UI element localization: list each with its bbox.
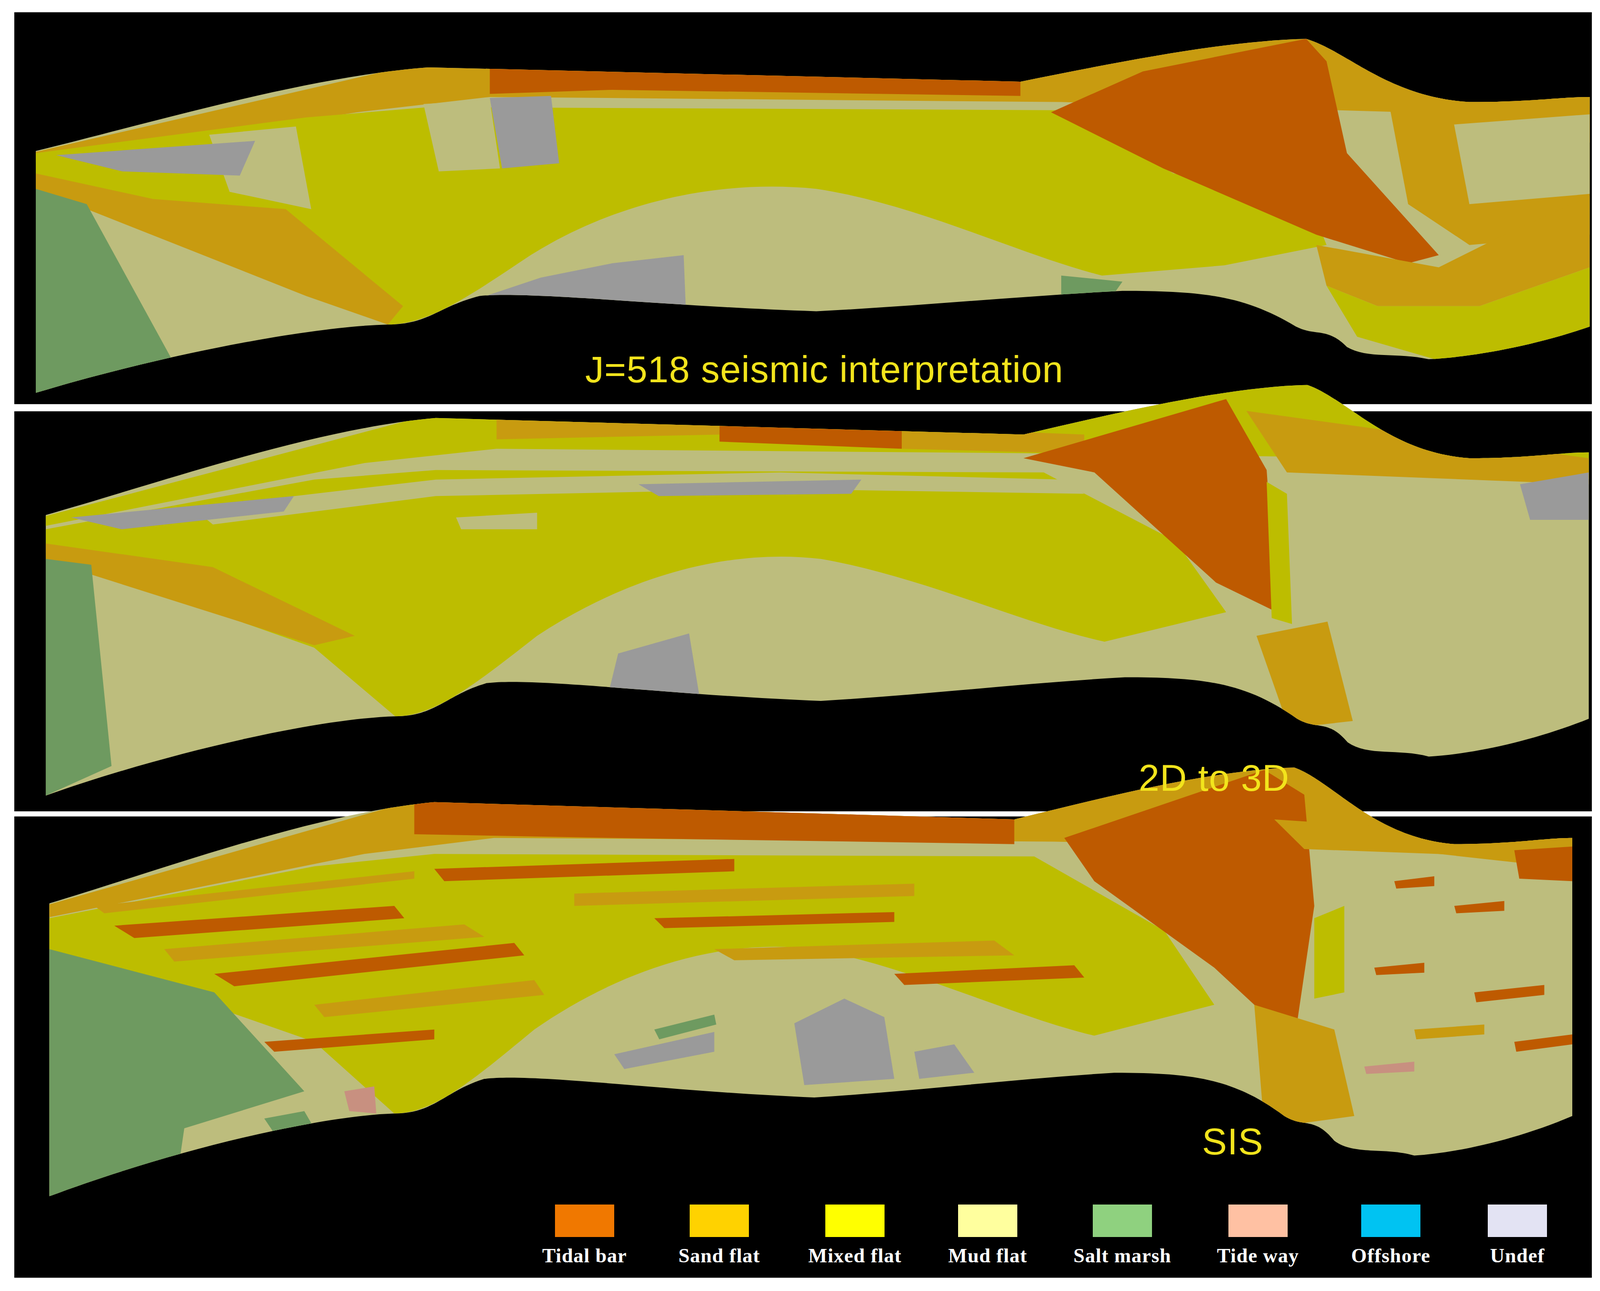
legend-label: Tide way xyxy=(1216,1243,1300,1267)
facies-patch xyxy=(654,1014,717,1040)
facies-patch xyxy=(654,911,895,928)
section-2d-to-3d xyxy=(10,339,1600,837)
legend-label: Mixed flat xyxy=(808,1243,902,1267)
facies-patch xyxy=(45,469,1227,716)
facies-patch xyxy=(1514,1034,1573,1052)
facies-patch xyxy=(192,472,1085,525)
facies-patch xyxy=(14,720,1600,1239)
facies-patch xyxy=(1454,900,1505,914)
facies-patch xyxy=(344,1086,377,1114)
facies-patch xyxy=(479,255,686,307)
facies-patch xyxy=(490,96,560,169)
facies-patch xyxy=(71,495,295,529)
legend-swatch xyxy=(554,1204,615,1237)
legend-swatch xyxy=(1228,1204,1288,1237)
facies-patch xyxy=(608,633,700,695)
facies-patch xyxy=(0,0,1600,429)
legend-swatch xyxy=(1487,1204,1547,1237)
facies-patch xyxy=(314,979,545,1017)
section-label: J=518 seismic interpretation xyxy=(585,347,1064,392)
legend-swatch xyxy=(1092,1204,1152,1237)
facies-patch xyxy=(490,61,1021,96)
facies-patch xyxy=(1364,1061,1415,1074)
legend-label: Offshore xyxy=(1351,1243,1431,1267)
facies-patch xyxy=(35,188,174,393)
facies-patch xyxy=(1266,481,1292,624)
facies-patch xyxy=(1064,769,1314,1042)
facies-patch xyxy=(1023,398,1277,612)
facies-patch xyxy=(44,757,1575,918)
facies-patch xyxy=(1514,846,1573,881)
facies-patch xyxy=(264,1029,435,1052)
facies-patch xyxy=(1453,114,1590,204)
facies-patch xyxy=(1326,267,1590,364)
facies-patch xyxy=(14,720,1600,1239)
facies-patch xyxy=(794,998,895,1085)
facies-patch xyxy=(1519,472,1589,520)
legend-swatch xyxy=(689,1204,749,1237)
legend-label: Sand flat xyxy=(678,1243,760,1267)
section-seismic xyxy=(0,0,1600,429)
facies-patch xyxy=(214,942,525,987)
facies-patch xyxy=(94,871,415,914)
legend-swatch xyxy=(958,1204,1018,1237)
facies-patch xyxy=(10,339,1600,837)
facies-patch xyxy=(638,479,862,497)
section-label: SIS xyxy=(1202,1119,1264,1163)
facies-patch xyxy=(434,858,735,882)
facies-patch xyxy=(1246,410,1590,485)
legend-label: Undef xyxy=(1490,1243,1546,1267)
facies-patch xyxy=(1314,905,1345,999)
facies-patch xyxy=(45,558,112,796)
facies-patch xyxy=(49,949,305,1196)
facies-patch xyxy=(264,1110,315,1133)
facies-patch xyxy=(574,883,915,906)
section-label: 2D to 3D xyxy=(1138,756,1290,800)
facies-patch xyxy=(1254,1004,1355,1129)
facies-patch xyxy=(414,794,1014,844)
facies-patch xyxy=(0,0,1600,429)
facies-patch xyxy=(456,512,538,530)
legend-label: Mud flat xyxy=(948,1243,1028,1267)
facies-patch xyxy=(56,140,256,176)
facies-patch xyxy=(719,417,902,449)
facies-patch xyxy=(1394,875,1435,889)
facies-patch xyxy=(1051,38,1440,264)
legend-swatch xyxy=(825,1204,885,1237)
legend-label: Salt marsh xyxy=(1073,1243,1172,1267)
facies-patch xyxy=(714,939,1015,960)
facies-patch xyxy=(1256,621,1354,728)
facies-patch xyxy=(894,964,1085,985)
legend-label: Tidal bar xyxy=(542,1243,627,1267)
section-sis xyxy=(14,720,1600,1239)
facies-patch xyxy=(1061,275,1123,297)
facies-patch xyxy=(1474,984,1545,1003)
facies-patch xyxy=(423,99,501,172)
facies-patch xyxy=(496,413,720,440)
facies-patch xyxy=(1374,962,1425,975)
facies-patch xyxy=(914,1044,975,1079)
facies-patch xyxy=(1414,1024,1485,1039)
legend-swatch xyxy=(1361,1204,1421,1237)
facies-patch xyxy=(10,339,1600,837)
